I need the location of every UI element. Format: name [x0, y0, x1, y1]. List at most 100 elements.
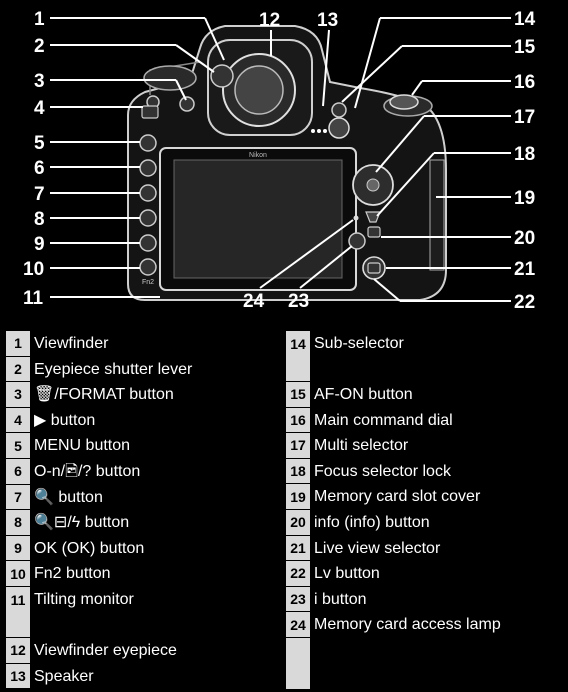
legend-text: 🔍⊟/ϟ button — [34, 514, 130, 532]
legend-text: Main command dial — [314, 411, 453, 429]
legend-num: 11 — [6, 586, 30, 638]
legend-num: 2 — [6, 356, 30, 383]
callout-1: 1 — [34, 9, 45, 30]
tilting-monitor: Nikon — [159, 147, 357, 291]
legend-text: Eyepiece shutter lever — [34, 360, 193, 378]
legend-num: 16 — [286, 407, 310, 434]
callout-16: 16 — [514, 72, 535, 93]
camera-back-diagram: Nikon Fn2 — [23, 9, 536, 313]
callout-9: 9 — [34, 234, 45, 255]
legend-text: Multi selector — [314, 437, 409, 455]
legend-num: 20 — [286, 509, 310, 536]
right-controls — [328, 94, 445, 280]
legend-filler — [286, 637, 564, 689]
fn2-mark: Fn2 — [142, 279, 154, 286]
legend-text: Viewfinder — [34, 335, 109, 352]
legend-num: 1 — [6, 331, 30, 357]
legend-num: 4 — [6, 407, 30, 434]
legend-num: 23 — [286, 586, 310, 613]
legend-num: 17 — [286, 433, 310, 459]
callout-23: 23 — [288, 291, 309, 312]
legend-num: 6 — [6, 458, 30, 485]
legend-text: Memory card slot cover — [314, 488, 481, 506]
legend-num: 12 — [6, 637, 30, 664]
legend-num: 13 — [6, 663, 30, 690]
legend-text: Focus selector lock — [314, 462, 451, 480]
callout-3: 3 — [34, 71, 45, 92]
callout-12: 12 — [259, 10, 280, 31]
callout-17: 17 — [514, 107, 535, 128]
legend-text: Live view selector — [314, 539, 441, 557]
legend-text: Speaker — [34, 667, 94, 685]
callout-numbers: 1 2 3 4 5 6 7 8 9 10 11 12 13 14 15 16 1… — [23, 9, 536, 313]
legend-num: 10 — [6, 561, 30, 587]
legend-num: 14 — [286, 331, 310, 382]
callout-6: 6 — [34, 158, 45, 179]
legend-text: info (info) button — [314, 513, 430, 531]
leader-lines — [50, 17, 511, 302]
callout-5: 5 — [34, 133, 45, 154]
legend-num: 15 — [286, 382, 310, 408]
legend-text: Fn2 button — [34, 565, 111, 583]
left-buttons: Fn2 — [139, 95, 195, 286]
legend-row-7: 7🔍 button — [6, 484, 278, 511]
legend-text: O‑n/🖻/? button — [34, 462, 141, 480]
viewfinder-eyepiece — [207, 39, 313, 136]
callout-2: 2 — [34, 36, 45, 57]
legend-row-3: 3🗑/FORMAT button — [6, 382, 278, 408]
legend-num: 9 — [6, 535, 30, 562]
legend-num: 18 — [286, 458, 310, 485]
legend-text: ▶ button — [34, 411, 96, 429]
callout-22: 22 — [514, 292, 535, 313]
legend-text: Tilting monitor — [34, 590, 134, 608]
legend-num: 19 — [286, 484, 310, 510]
legend-text: Lv button — [314, 565, 380, 583]
legend-row-4: 4▶ button — [6, 407, 278, 434]
legend-row-8: 8🔍⊟/ϟ button — [6, 510, 278, 536]
speaker — [311, 129, 327, 133]
callout-10: 10 — [23, 259, 44, 280]
legend-num: 3 — [6, 382, 30, 408]
callout-15: 15 — [514, 37, 536, 58]
legend-text: 🗑/FORMAT button — [34, 386, 174, 404]
legend-num: 24 — [286, 612, 310, 638]
callout-18: 18 — [514, 144, 535, 165]
callout-4: 4 — [34, 98, 45, 119]
legend-text: OK (OK) button — [34, 539, 145, 557]
legend-num: 22 — [286, 561, 310, 587]
legend-num: 8 — [6, 510, 30, 536]
callout-11: 11 — [23, 288, 44, 309]
brand-mark: Nikon — [249, 152, 267, 159]
callout-20: 20 — [514, 228, 535, 249]
legend-text: Viewfinder eyepiece — [34, 641, 177, 659]
legend-num: 5 — [6, 433, 30, 459]
legend-text: Memory card access lamp — [314, 616, 501, 634]
callout-21: 21 — [514, 259, 536, 280]
legend-text: i button — [314, 590, 367, 608]
legend-text: 🔍 button — [34, 488, 103, 506]
callout-14: 14 — [514, 9, 536, 30]
callout-7: 7 — [34, 184, 45, 205]
